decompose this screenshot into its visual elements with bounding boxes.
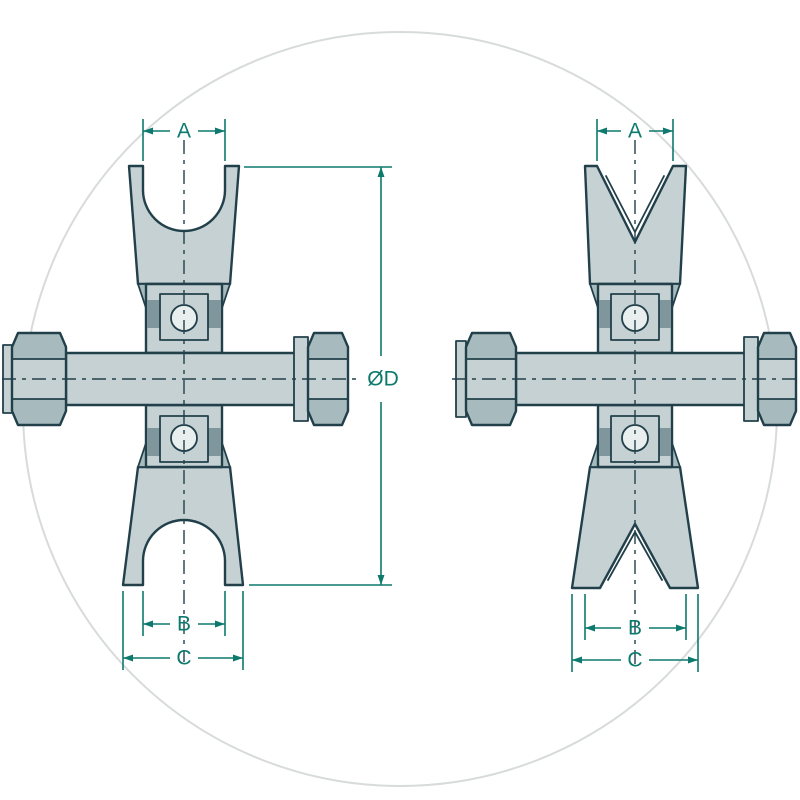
dim-c-label: C: [176, 647, 191, 670]
dim-b-extension: [584, 594, 687, 640]
dim-c-label: C: [627, 649, 642, 672]
dim-a-label: A: [177, 120, 191, 143]
hex-nut: [464, 331, 518, 427]
dim-arrowhead: [215, 620, 225, 628]
right-axle-assembly: [455, 331, 798, 427]
dim-arrowhead: [123, 654, 133, 662]
hex-nut-face: [308, 359, 348, 399]
dim-d-label: ØD: [367, 368, 399, 391]
hex-nut: [10, 331, 68, 427]
bearing-race-block: [658, 428, 671, 456]
dim-b-label: B: [177, 613, 191, 636]
hex-nut-facet: [308, 333, 348, 359]
bearing-race-block: [599, 428, 612, 456]
hex-nut-facet-line: [11, 358, 67, 400]
dim-b-extension: [142, 591, 226, 636]
bearing-race-block: [658, 300, 671, 328]
dim-arrowhead: [233, 654, 243, 662]
hex-nut: [306, 331, 350, 427]
hex-nut: [756, 331, 798, 427]
right-pulley-view: A B C: [452, 119, 798, 672]
dim-arrowhead: [377, 575, 385, 585]
left-pulley-view: A ØD B C: [2, 119, 399, 670]
dim-arrowhead: [143, 127, 153, 135]
left-wheel-bottom-half: [121, 465, 245, 587]
bearing-race-block: [599, 300, 612, 328]
hex-nut-facet-line: [465, 358, 517, 400]
dim-arrowhead: [572, 656, 582, 664]
dim-arrowhead: [215, 127, 225, 135]
dim-a-extension: [142, 119, 226, 161]
hex-nut-facet: [758, 399, 796, 425]
dim-arrowhead: [597, 127, 607, 135]
hex-nut-facet: [758, 333, 796, 359]
left-wheel-top-half: [127, 164, 241, 286]
hex-nut-facet-line: [757, 358, 797, 400]
dim-arrowhead: [676, 624, 686, 632]
dim-b-label: B: [628, 617, 642, 640]
bearing-race-block: [208, 428, 221, 456]
hex-nut-facet: [466, 333, 516, 359]
right-dimensions: A B C: [571, 119, 699, 672]
dim-arrowhead: [688, 656, 698, 664]
bearing-race-block: [208, 300, 221, 328]
dim-a-extension: [596, 119, 674, 161]
bearing-race-block: [147, 428, 160, 456]
dim-arrowhead: [377, 167, 385, 177]
hex-nut-facet: [308, 399, 348, 425]
right-bottom-bearing: [596, 403, 674, 469]
hex-nut-facet-line: [307, 358, 349, 400]
hex-nut-facet: [12, 333, 66, 359]
dim-arrowhead: [585, 624, 595, 632]
right-pulley-wheel: [570, 164, 700, 590]
left-dimensions: A ØD B C: [122, 119, 399, 670]
dim-d-extension: [244, 166, 392, 586]
dim-arrowhead: [663, 127, 673, 135]
dim-c-extension: [122, 591, 244, 670]
hex-nut-facet: [12, 399, 66, 425]
dim-c-extension: [571, 594, 699, 672]
hex-nut-facet: [466, 399, 516, 425]
dim-a-label: A: [628, 120, 642, 143]
dim-arrowhead: [143, 620, 153, 628]
hex-nut-face: [758, 359, 796, 399]
right-wheel-bottom-half: [570, 465, 700, 590]
bearing-race-block: [147, 300, 160, 328]
